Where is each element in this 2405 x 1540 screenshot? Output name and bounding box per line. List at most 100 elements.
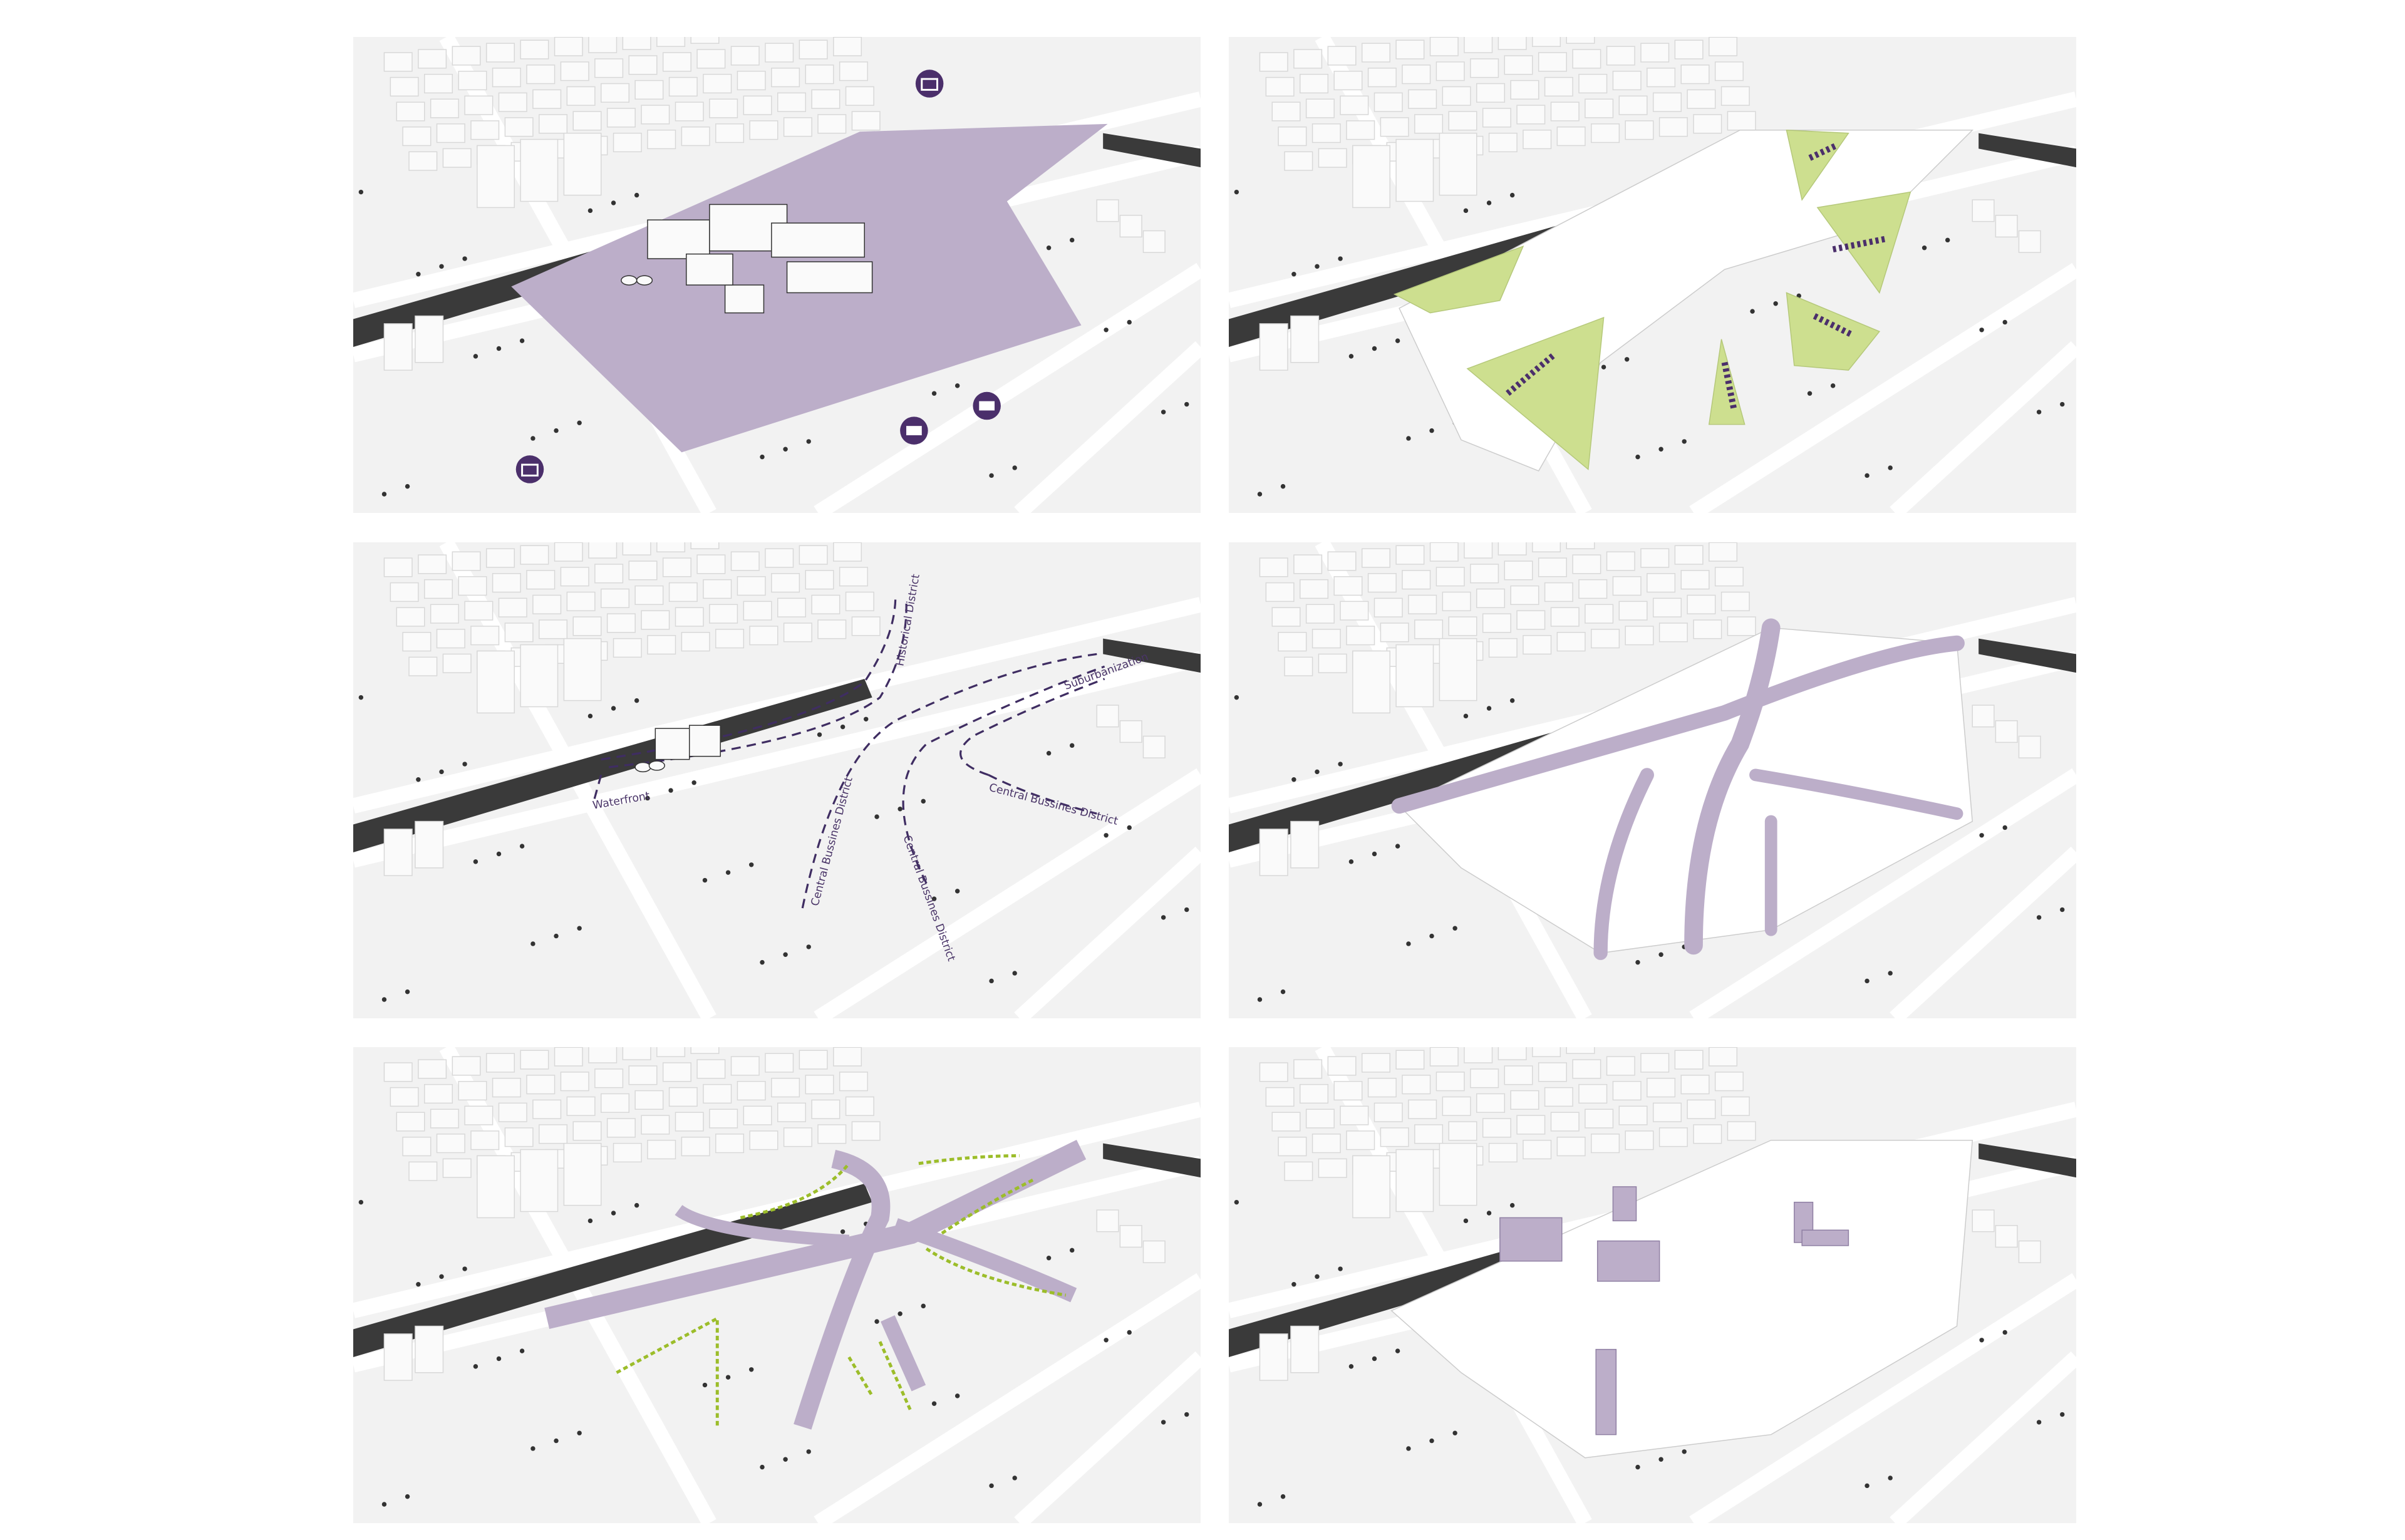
tree bbox=[1682, 439, 1687, 444]
building bbox=[594, 564, 624, 584]
building bbox=[594, 1068, 624, 1088]
building bbox=[554, 542, 583, 562]
building bbox=[1972, 199, 1995, 222]
tree bbox=[2060, 401, 2065, 407]
tower bbox=[563, 638, 602, 701]
building bbox=[1259, 1062, 1288, 1082]
parking-stripes bbox=[1506, 142, 1888, 410]
building bbox=[442, 653, 472, 673]
building bbox=[572, 616, 602, 636]
building bbox=[622, 542, 651, 556]
tree bbox=[611, 200, 616, 205]
building bbox=[662, 557, 691, 577]
tree bbox=[806, 944, 811, 949]
building bbox=[1591, 123, 1620, 143]
tower bbox=[520, 644, 559, 708]
building bbox=[1618, 95, 1648, 115]
tree bbox=[473, 859, 478, 864]
tower bbox=[1352, 1155, 1390, 1219]
building bbox=[1259, 1333, 1288, 1381]
building bbox=[390, 76, 419, 97]
building bbox=[1578, 579, 1608, 599]
tree bbox=[554, 1438, 559, 1444]
tree bbox=[587, 1218, 593, 1224]
tree bbox=[783, 447, 788, 452]
building bbox=[783, 117, 812, 137]
building bbox=[1516, 1115, 1546, 1135]
tree bbox=[1773, 301, 1778, 306]
building bbox=[1271, 101, 1301, 121]
tree bbox=[1127, 825, 1132, 830]
existing-factory-buildings bbox=[621, 204, 873, 314]
city-blocks bbox=[1259, 542, 2041, 876]
building bbox=[839, 1072, 868, 1092]
building bbox=[749, 626, 778, 646]
building bbox=[1504, 55, 1533, 75]
building bbox=[1544, 1087, 1573, 1107]
tower bbox=[1395, 138, 1434, 202]
building bbox=[749, 1130, 778, 1150]
building bbox=[703, 1083, 732, 1104]
building bbox=[1361, 43, 1390, 63]
tree bbox=[577, 1430, 582, 1435]
river-east bbox=[1978, 638, 2076, 673]
building bbox=[1510, 585, 1539, 606]
building bbox=[1550, 101, 1580, 121]
panel-green-spaces bbox=[1229, 37, 2076, 513]
existing-factory-building bbox=[634, 725, 721, 773]
building bbox=[1538, 52, 1567, 72]
building bbox=[1585, 98, 1614, 118]
tree bbox=[1069, 1248, 1075, 1253]
building bbox=[1408, 594, 1437, 614]
tree bbox=[1463, 208, 1469, 214]
building bbox=[1612, 576, 1642, 596]
tree bbox=[1979, 1338, 1984, 1343]
tree bbox=[1291, 272, 1296, 277]
building bbox=[1300, 1083, 1329, 1104]
landscape-folds-diagram bbox=[1229, 542, 2076, 1018]
tree bbox=[1348, 859, 1354, 864]
tree bbox=[1161, 410, 1166, 415]
tree bbox=[405, 483, 410, 489]
building bbox=[1572, 49, 1601, 69]
tree bbox=[2036, 410, 2042, 415]
building bbox=[396, 101, 425, 121]
building bbox=[1566, 37, 1595, 44]
tree bbox=[1395, 338, 1400, 343]
tree bbox=[1234, 695, 1239, 700]
building bbox=[613, 1142, 642, 1163]
tree bbox=[702, 877, 708, 883]
building bbox=[1585, 1108, 1614, 1129]
building bbox=[588, 1047, 618, 1063]
building bbox=[1327, 1056, 1357, 1076]
tree bbox=[462, 1266, 467, 1271]
tree bbox=[874, 814, 879, 819]
tower bbox=[477, 145, 515, 209]
building bbox=[1674, 39, 1704, 59]
tree bbox=[439, 1274, 444, 1279]
tree bbox=[1234, 1199, 1239, 1205]
briefcase-icon bbox=[973, 391, 1001, 420]
tree bbox=[1315, 264, 1320, 269]
tree bbox=[1291, 777, 1296, 782]
tree bbox=[519, 844, 525, 849]
building bbox=[1591, 629, 1620, 649]
building bbox=[1265, 1087, 1295, 1107]
building bbox=[634, 1090, 664, 1110]
tree bbox=[725, 1375, 731, 1380]
tree bbox=[381, 1502, 387, 1507]
building bbox=[485, 43, 515, 63]
building bbox=[1361, 548, 1390, 568]
tree bbox=[416, 272, 421, 277]
building bbox=[1448, 111, 1477, 131]
tree bbox=[921, 1303, 926, 1309]
building bbox=[681, 632, 710, 652]
tree bbox=[530, 1446, 535, 1451]
building bbox=[1333, 70, 1363, 91]
panel-main-axes bbox=[353, 1047, 1201, 1523]
building bbox=[668, 1087, 698, 1107]
tree bbox=[1750, 309, 1755, 314]
building bbox=[730, 1056, 760, 1076]
building bbox=[1709, 1047, 1738, 1067]
building bbox=[1497, 542, 1527, 556]
